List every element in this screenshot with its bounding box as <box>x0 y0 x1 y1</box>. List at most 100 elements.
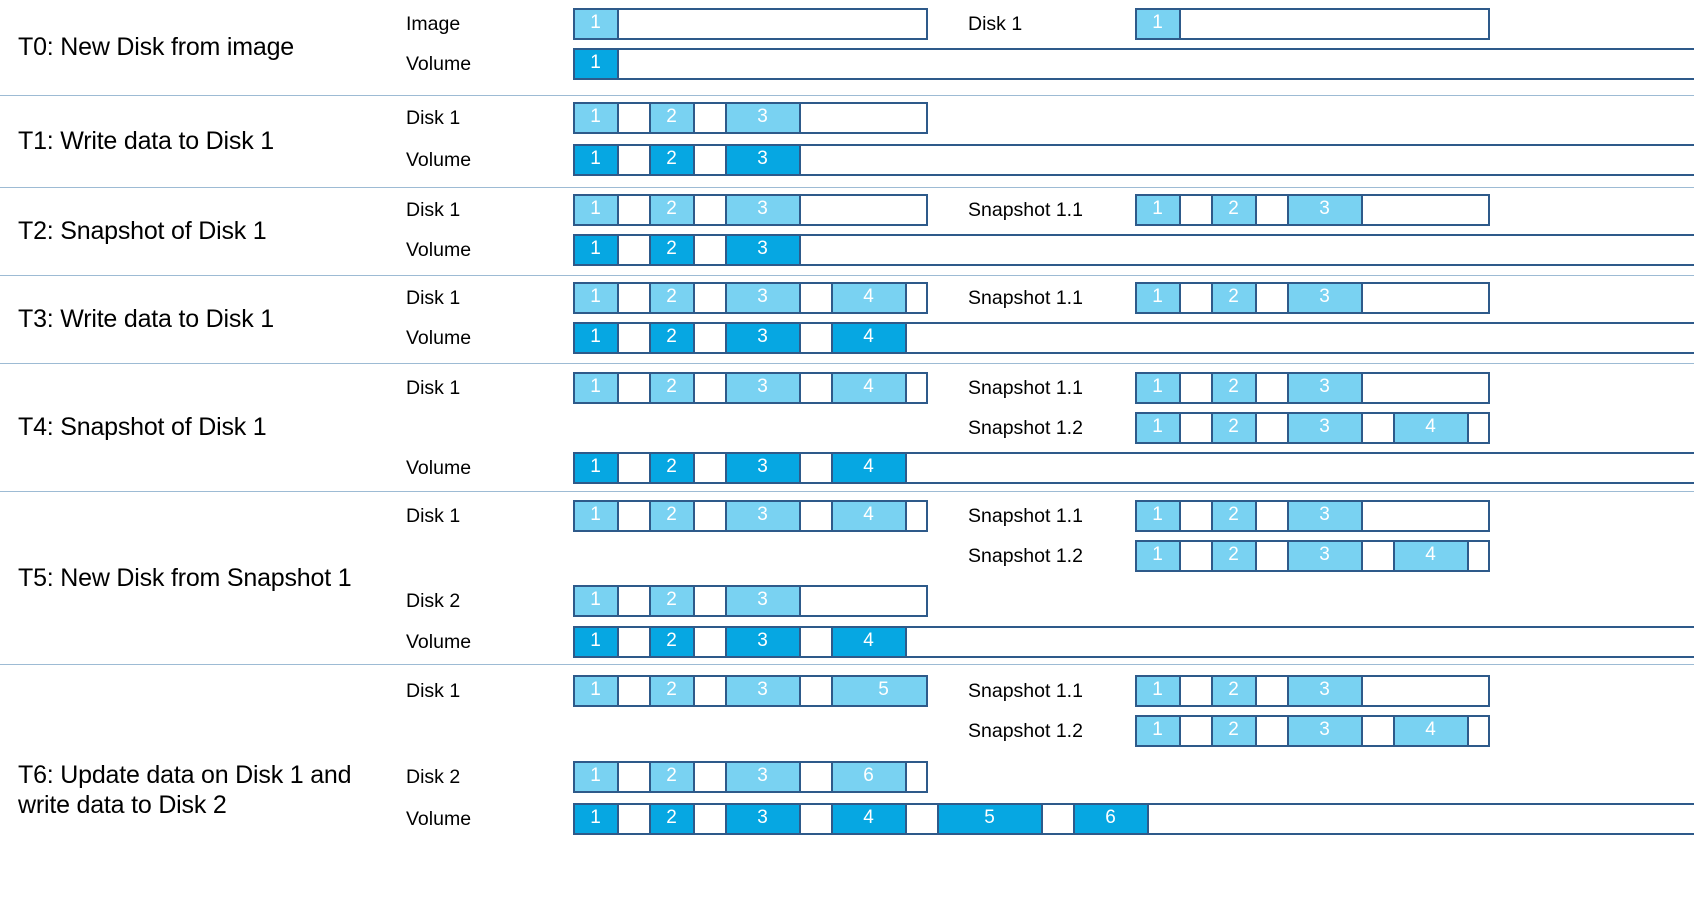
snapshot-1-1-label: Snapshot 1.1 <box>968 505 1083 527</box>
block-1: 1 <box>575 50 619 78</box>
block-3: 3 <box>1286 414 1363 442</box>
block-1: 1 <box>575 146 619 174</box>
block-4: 4 <box>830 374 907 402</box>
block-1: 1 <box>1137 10 1181 38</box>
volume-track: Volume 1 2 3 <box>400 234 1694 266</box>
block-1: 1 <box>575 677 619 705</box>
disk-2-track-label: Disk 2 <box>406 766 461 788</box>
block-1: 1 <box>575 324 619 352</box>
block-2: 2 <box>648 374 695 402</box>
time-step-label-t6: T6: Update data on Disk 1 and write data… <box>18 760 352 820</box>
block-1: 1 <box>575 805 619 833</box>
volume-track-label: Volume <box>406 631 472 653</box>
block-2: 2 <box>648 284 695 312</box>
block-4: 4 <box>830 502 907 530</box>
block-3: 3 <box>724 763 801 791</box>
disk-1-track: Disk 1 1 <box>400 8 1694 40</box>
block-4: 4 <box>830 324 907 352</box>
block-1: 1 <box>575 454 619 482</box>
block-3: 3 <box>724 454 801 482</box>
block-3: 3 <box>724 374 801 402</box>
block-3: 3 <box>724 805 801 833</box>
block-1: 1 <box>575 104 619 132</box>
block-6: 6 <box>1072 805 1149 833</box>
snapshot-1-1-track: Snapshot 1.1 1 2 3 <box>400 500 1694 532</box>
block-2: 2 <box>648 677 695 705</box>
disk-1-label: Disk 1 <box>968 13 1023 35</box>
block-1: 1 <box>575 587 619 615</box>
block-6: 6 <box>830 763 907 791</box>
block-1: 1 <box>575 502 619 530</box>
block-2: 2 <box>1210 502 1257 530</box>
block-1: 1 <box>575 628 619 656</box>
disk-1-track-label: Disk 1 <box>406 287 461 309</box>
block-1: 1 <box>1137 677 1181 705</box>
volume-track-bar: 1 <box>573 48 1694 80</box>
block-3: 3 <box>724 146 801 174</box>
block-3: 3 <box>724 104 801 132</box>
block-3: 3 <box>724 196 801 224</box>
disk-1-track-label: Disk 1 <box>406 107 461 129</box>
block-3: 3 <box>1286 502 1363 530</box>
block-2: 2 <box>1210 542 1257 570</box>
block-2: 2 <box>648 502 695 530</box>
block-1: 1 <box>1137 542 1181 570</box>
block-3: 3 <box>724 284 801 312</box>
block-4: 4 <box>1392 717 1469 745</box>
volume-track-label: Volume <box>406 808 472 830</box>
block-1: 1 <box>575 196 619 224</box>
block-4: 4 <box>830 284 907 312</box>
disk-1-track: Disk 1 1 2 3 4 <box>400 500 1694 532</box>
block-1: 1 <box>1137 196 1181 224</box>
block-3: 3 <box>1286 542 1363 570</box>
block-3: 3 <box>1286 284 1363 312</box>
block-1: 1 <box>1137 502 1181 530</box>
block-3: 3 <box>724 587 801 615</box>
block-4: 4 <box>830 628 907 656</box>
disk-1-track-label: Disk 1 <box>406 505 461 527</box>
image-track-bar: 1 <box>573 8 928 40</box>
block-2: 2 <box>648 454 695 482</box>
block-3: 3 <box>724 236 801 264</box>
block-1: 1 <box>575 10 619 38</box>
snapshot-1-1-bar: 1 2 3 <box>1135 500 1490 532</box>
block-2: 2 <box>648 236 695 264</box>
snapshot-1-1-label: Snapshot 1.1 <box>968 680 1083 702</box>
volume-track-label: Volume <box>406 239 472 261</box>
time-step-label-t4: T4: Snapshot of Disk 1 <box>18 413 267 442</box>
block-1: 1 <box>575 236 619 264</box>
block-2: 2 <box>1210 717 1257 745</box>
snapshot-1-2-label: Snapshot 1.2 <box>968 720 1083 742</box>
time-step-label-t0: T0: New Disk from image <box>18 33 295 62</box>
volume-track-bar: 1 2 3 <box>573 234 1694 266</box>
disk-1-track-label: Disk 1 <box>406 680 461 702</box>
snapshot-1-1-label: Snapshot 1.1 <box>968 287 1083 309</box>
volume-track-label: Volume <box>406 327 472 349</box>
block-1: 1 <box>575 374 619 402</box>
